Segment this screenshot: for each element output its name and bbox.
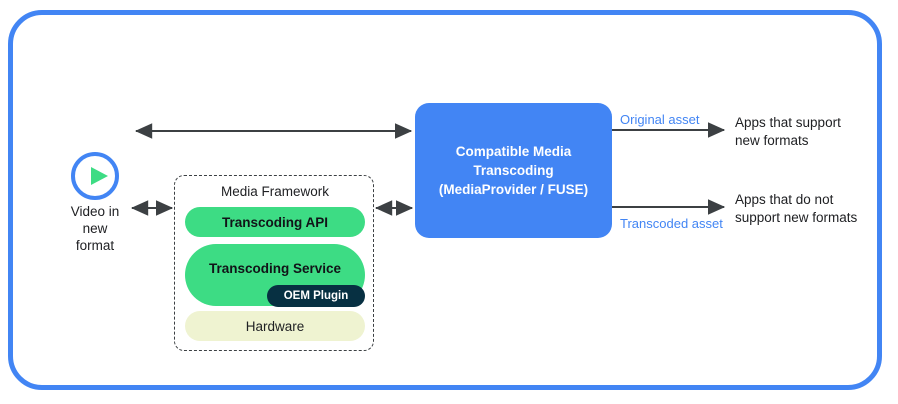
apps-no-support-new-formats-label: Apps that do not support new formats xyxy=(735,191,857,227)
transcoding-service-label: Transcoding Service xyxy=(208,261,342,276)
original-asset-label: Original asset xyxy=(620,112,700,127)
transcoding-api-box: Transcoding API xyxy=(185,207,365,237)
transcoding-api-label: Transcoding API xyxy=(221,214,329,230)
apps-nosupport-line-1: Apps that do not xyxy=(735,192,834,207)
oem-plugin-label: OEM Plugin xyxy=(283,290,349,302)
video-caption-line-3: format xyxy=(75,238,115,253)
play-triangle-icon xyxy=(91,167,108,185)
apps-support-line-2: new formats xyxy=(735,133,809,148)
cmt-line-2: Transcoding xyxy=(473,163,554,178)
media-framework-group: Media Framework Transcoding API Transcod… xyxy=(174,175,374,351)
outer-frame-border xyxy=(8,10,882,390)
video-source-caption: Video in new format xyxy=(45,203,145,254)
cmt-label-block: Compatible Media Transcoding (MediaProvi… xyxy=(439,142,588,199)
compatible-media-transcoding-box: Compatible Media Transcoding (MediaProvi… xyxy=(415,103,612,238)
oem-plugin-badge: OEM Plugin xyxy=(267,285,365,307)
hardware-label: Hardware xyxy=(245,318,305,334)
video-caption-line-2: new xyxy=(82,221,108,236)
cmt-line-1: Compatible Media xyxy=(455,144,572,159)
media-framework-title: Media Framework xyxy=(220,184,330,199)
play-circle-icon xyxy=(71,152,119,200)
apps-nosupport-line-2: support new formats xyxy=(735,210,858,225)
apps-support-line-1: Apps that support xyxy=(735,115,841,130)
apps-support-new-formats-label: Apps that support new formats xyxy=(735,114,841,150)
cmt-line-3: (MediaProvider / FUSE) xyxy=(438,182,589,197)
video-caption-line-1: Video in xyxy=(70,204,120,219)
transcoded-asset-label: Transcoded asset xyxy=(620,216,723,231)
hardware-box: Hardware xyxy=(185,311,365,341)
